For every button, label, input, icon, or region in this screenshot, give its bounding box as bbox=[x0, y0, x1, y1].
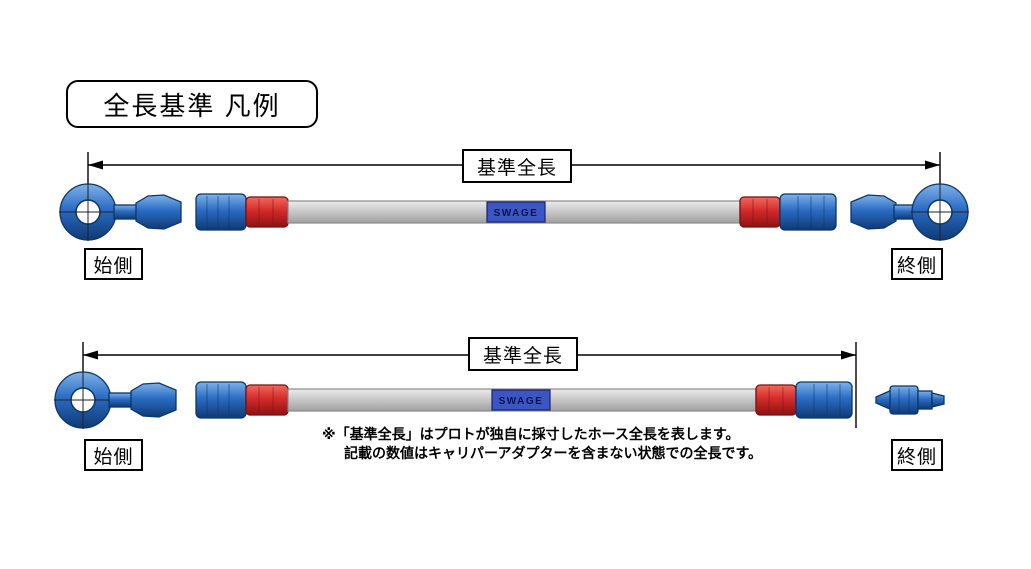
adapter-fitting-end bbox=[875, 385, 945, 415]
arrow-left-icon bbox=[88, 160, 103, 170]
swage-fitting-end bbox=[739, 193, 837, 231]
arrow-right-icon bbox=[925, 160, 940, 170]
note-line-1: ※「基準全長」はプロトが独自に採寸したホース全長を表します。 bbox=[322, 426, 740, 442]
swage-tag: SWAGE bbox=[486, 201, 546, 223]
bottom-end-side-label: 終側 bbox=[891, 439, 943, 471]
note-line-2: 記載の数値はキャリパーアダプターを含まない状態での全長です。 bbox=[344, 445, 763, 461]
banjo-fitting-start bbox=[59, 183, 182, 241]
banjo-fitting-end bbox=[850, 183, 969, 241]
bottom-hose-assembly: SWAGE bbox=[54, 371, 945, 429]
top-dimension-label: 基準全長 bbox=[462, 149, 572, 183]
swage-tag-text: SWAGE bbox=[494, 208, 539, 219]
swage-fitting-end bbox=[755, 381, 853, 419]
swage-tag: SWAGE bbox=[491, 389, 551, 411]
swage-fitting-start bbox=[195, 193, 289, 231]
top-start-side-label: 始側 bbox=[84, 248, 143, 280]
swage-fitting-start bbox=[195, 381, 289, 419]
bottom-dimension-label: 基準全長 bbox=[468, 337, 578, 371]
banjo-fitting-start bbox=[54, 371, 177, 429]
note-text: ※「基準全長」はプロトが独自に採寸したホース全長を表します。 記載の数値はキャリ… bbox=[322, 425, 762, 463]
arrow-left-icon bbox=[83, 350, 98, 360]
swage-tag-text: SWAGE bbox=[499, 396, 544, 407]
bottom-start-side-label: 始側 bbox=[84, 439, 143, 471]
arrow-right-icon bbox=[841, 350, 856, 360]
top-end-side-label: 終側 bbox=[891, 248, 943, 280]
page-title: 全長基準 凡例 bbox=[66, 80, 318, 128]
top-hose-assembly: SWAGE bbox=[59, 183, 969, 241]
